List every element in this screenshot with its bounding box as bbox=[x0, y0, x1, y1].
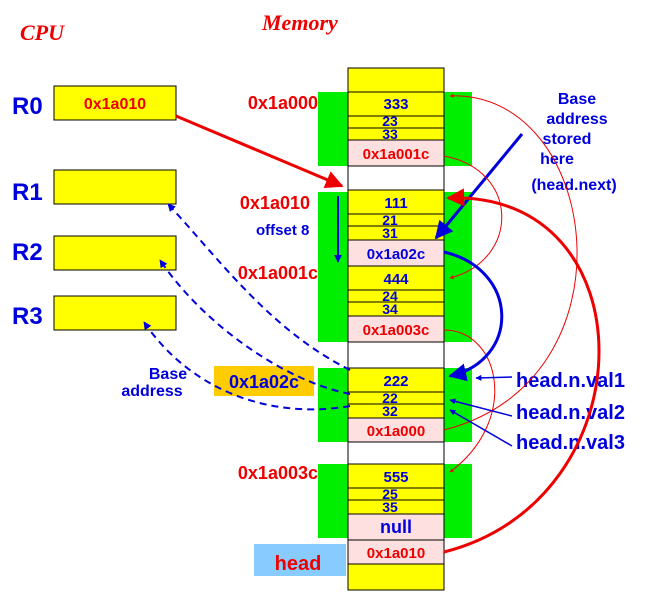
cell-value: 33 bbox=[382, 126, 398, 142]
pointer-value: 0x1a001c bbox=[363, 146, 430, 163]
base-address-box bbox=[214, 366, 314, 396]
cpu-heading: CPU bbox=[20, 20, 65, 45]
memory-cell bbox=[347, 539, 445, 565]
memory-cell bbox=[347, 315, 445, 343]
field-label: head.n.val1 bbox=[516, 370, 625, 392]
cell-value: 24 bbox=[382, 288, 398, 304]
base-address-note: Base bbox=[149, 366, 187, 383]
cell-value: 21 bbox=[382, 212, 398, 228]
memory-cell bbox=[347, 563, 445, 591]
cell-value: 111 bbox=[384, 195, 407, 212]
base-stored-note: (head.next) bbox=[531, 177, 616, 194]
head-link-arrow bbox=[443, 188, 601, 554]
cell-value: 222 bbox=[383, 373, 408, 390]
base-stored-note: Base bbox=[558, 91, 596, 108]
r0-pointer-arrow bbox=[175, 114, 344, 188]
register-name: R2 bbox=[12, 239, 43, 266]
memory-cell bbox=[347, 341, 445, 369]
cell-value: 444 bbox=[383, 271, 409, 288]
head-pointer-value: 0x1a010 bbox=[367, 545, 425, 562]
memory-column bbox=[347, 67, 445, 591]
memory-cell bbox=[347, 189, 445, 215]
cell-value: 35 bbox=[382, 499, 398, 515]
memory-cell bbox=[347, 239, 445, 267]
register-file: R0 R1 R2 R3 0x1a010 bbox=[12, 85, 177, 331]
cell-value: 25 bbox=[382, 486, 398, 502]
pointer-value: 0x1a02c bbox=[367, 246, 425, 263]
base-address-note: address bbox=[121, 383, 182, 400]
memory-cell bbox=[347, 367, 445, 393]
memory-cell bbox=[347, 139, 445, 167]
cell-value: 555 bbox=[383, 469, 408, 486]
register-box bbox=[53, 295, 177, 331]
address-label: 0x1a000 bbox=[248, 93, 318, 113]
memory-heading: Memory bbox=[261, 10, 338, 35]
register-box bbox=[53, 85, 177, 121]
base-stored-note: address bbox=[546, 111, 607, 128]
register-name: R3 bbox=[12, 303, 43, 330]
memory-cell bbox=[347, 513, 445, 541]
register-box bbox=[53, 235, 177, 271]
head-label-box bbox=[254, 544, 346, 576]
base-stored-note: here bbox=[540, 151, 574, 168]
memory-cell bbox=[347, 463, 445, 489]
null-value: null bbox=[380, 517, 412, 537]
memory-cell bbox=[347, 91, 445, 117]
field-label: head.n.val2 bbox=[516, 402, 625, 424]
head-next-arrow bbox=[443, 250, 504, 382]
memory-cell bbox=[347, 67, 445, 93]
load-arrow bbox=[143, 321, 351, 411]
head-label: head bbox=[275, 553, 322, 575]
cell-value: 23 bbox=[382, 113, 398, 129]
pointer-value: 0x1a000 bbox=[367, 423, 425, 440]
register-value: 0x1a010 bbox=[84, 96, 146, 113]
offset-label: offset 8 bbox=[256, 222, 309, 239]
cell-value: 333 bbox=[383, 96, 408, 113]
next-link-arrow bbox=[443, 329, 496, 473]
next-link-arrow bbox=[443, 155, 503, 280]
load-arrow bbox=[167, 203, 351, 371]
address-label: 0x1a010 bbox=[240, 193, 310, 213]
cell-value: 22 bbox=[382, 390, 398, 406]
memory-cell bbox=[347, 165, 445, 191]
field-arrow bbox=[449, 398, 513, 417]
cell-value: 31 bbox=[382, 225, 398, 241]
cell-value: 34 bbox=[382, 301, 398, 317]
field-label: head.n.val3 bbox=[516, 432, 625, 454]
address-label: 0x1a001c bbox=[238, 263, 318, 283]
next-link-arrow bbox=[443, 93, 578, 431]
memory-cell bbox=[347, 441, 445, 465]
field-arrow bbox=[449, 409, 513, 447]
base-stored-note: stored bbox=[543, 131, 592, 148]
base-stored-arrow bbox=[434, 133, 524, 240]
base-address-value: 0x1a02c bbox=[229, 372, 299, 392]
cell-value: 32 bbox=[382, 403, 398, 419]
pointer-value: 0x1a003c bbox=[363, 322, 430, 339]
address-label: 0x1a003c bbox=[238, 463, 318, 483]
register-name: R0 bbox=[12, 93, 43, 120]
field-arrow bbox=[475, 374, 513, 381]
memory-cell bbox=[347, 265, 445, 291]
register-box bbox=[53, 169, 177, 205]
load-arrow bbox=[159, 259, 351, 395]
register-name: R1 bbox=[12, 179, 43, 206]
